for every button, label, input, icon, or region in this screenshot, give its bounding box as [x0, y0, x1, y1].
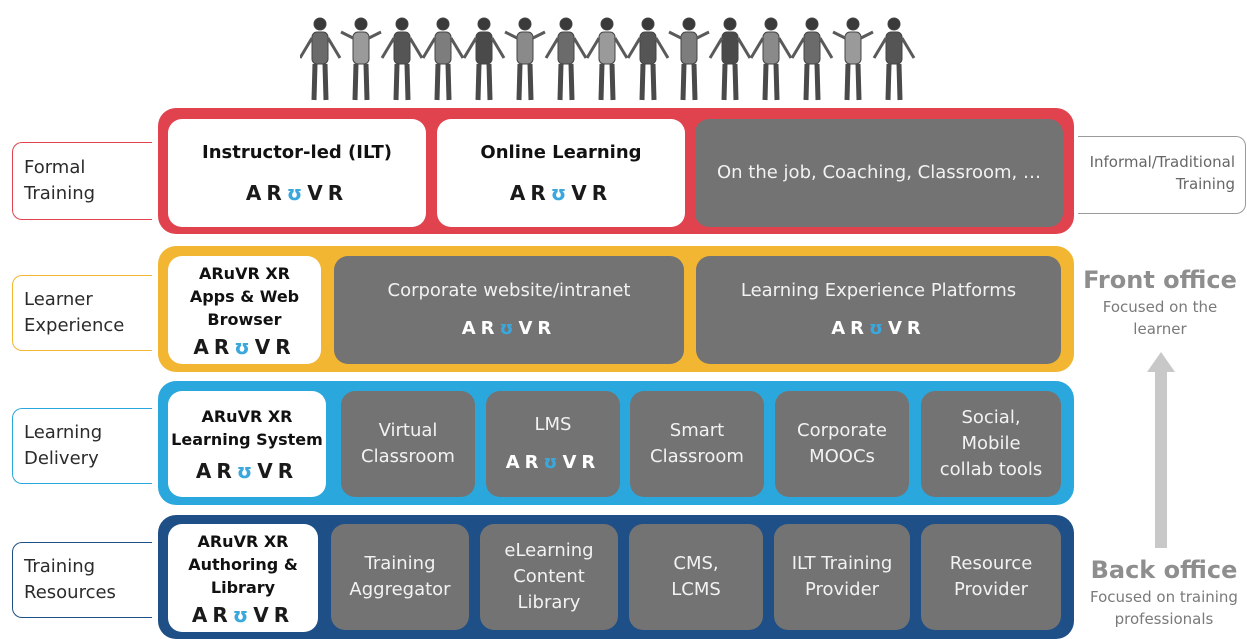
ilt-title: Instructor-led (ILT)	[202, 141, 392, 163]
person-figure	[668, 17, 710, 101]
person-figure	[504, 17, 546, 101]
person-figure	[749, 17, 793, 101]
informal-traditional-box: Informal/Traditional Training	[1078, 136, 1246, 214]
social-mobile-text: Social, Mobile collab tools	[939, 407, 1043, 480]
front-office-subtitle: Focused on the learner	[1102, 298, 1218, 338]
training-aggregator-text: Training Aggregator	[349, 553, 451, 600]
xr-authoring-title: ARuVR XR Authoring & Library	[188, 531, 298, 597]
person-figure	[626, 17, 670, 101]
corporate-moocs-text: Corporate MOOCs	[797, 420, 887, 467]
informal-traditional-text: Informal/Traditional Training	[1089, 153, 1235, 193]
resource-provider-tile: Resource Provider	[921, 524, 1061, 630]
resource-provider-text: Resource Provider	[949, 553, 1033, 600]
elearning-library-text: eLearning Content Library	[504, 540, 594, 613]
person-figure	[832, 17, 874, 101]
xr-learning-system-title: ARuVR XR Learning System	[171, 407, 323, 449]
person-figure	[300, 17, 342, 101]
ilt-provider-tile: ILT Training Provider	[774, 524, 910, 630]
smart-classroom-tile: Smart Classroom	[630, 391, 764, 497]
back-office-subtitle: Focused on training professionals	[1090, 588, 1238, 628]
online-learning-title: Online Learning	[480, 141, 642, 163]
cms-lcms-text: CMS, LCMS	[671, 553, 721, 600]
back-office-title: Back office	[1090, 556, 1238, 584]
xr-apps-title: ARuVR XR Apps & Web Browser	[189, 263, 300, 329]
virtual-classroom-tile: Virtual Classroom	[341, 391, 475, 497]
virtual-classroom-text: Virtual Classroom	[361, 420, 455, 467]
on-the-job-tile: On the job, Coaching, Classroom, …	[695, 119, 1063, 227]
up-arrow-icon	[1147, 352, 1175, 548]
back-office-block: Back office Focused on training professi…	[1080, 556, 1247, 630]
elearning-library-tile: eLearning Content Library	[480, 524, 618, 630]
training-aggregator-tile: Training Aggregator	[331, 524, 469, 630]
person-figure	[790, 17, 834, 101]
person-figure	[872, 17, 916, 101]
smart-classroom-text: Smart Classroom	[650, 420, 744, 467]
corporate-moocs-tile: Corporate MOOCs	[775, 391, 909, 497]
corporate-website-text: Corporate website/intranet	[387, 280, 631, 301]
ilt-provider-text: ILT Training Provider	[791, 553, 893, 600]
social-mobile-tile: Social, Mobile collab tools	[921, 391, 1061, 497]
person-figure	[585, 17, 629, 101]
side-label-formal-training: Formal Training	[12, 142, 152, 220]
formal-training-label: Formal Training	[24, 157, 96, 204]
learner-experience-label: Learner Experience	[24, 289, 125, 336]
person-figure	[462, 17, 506, 101]
side-label-training-resources: Training Resources	[12, 542, 152, 618]
person-figure	[421, 17, 465, 101]
people-holding-hands-illustration	[300, 17, 916, 101]
on-the-job-text: On the job, Coaching, Classroom, …	[717, 162, 1041, 183]
side-label-learning-delivery: Learning Delivery	[12, 408, 152, 484]
person-figure	[380, 17, 424, 101]
training-resources-label: Training Resources	[24, 556, 116, 603]
lms-text: LMS	[534, 414, 572, 435]
person-figure	[544, 17, 588, 101]
front-office-title: Front office	[1083, 266, 1237, 294]
cms-lcms-tile: CMS, LCMS	[629, 524, 763, 630]
person-figure	[340, 17, 382, 101]
side-label-learner-experience: Learner Experience	[12, 275, 152, 351]
learning-delivery-label: Learning Delivery	[24, 422, 103, 469]
front-office-block: Front office Focused on the learner	[1080, 266, 1240, 340]
person-figure	[708, 17, 752, 101]
lxp-text: Learning Experience Platforms	[740, 280, 1017, 301]
